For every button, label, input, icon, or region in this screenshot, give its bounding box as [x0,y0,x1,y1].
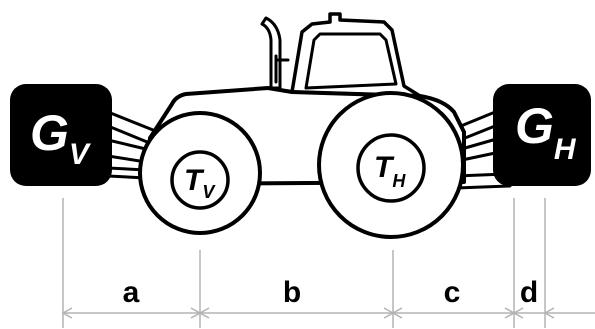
front-weight-label: GV [30,105,92,171]
front-weight-symbol: G [30,105,69,161]
rear-weight-label: GH [515,98,577,166]
dimension-extension-lines [62,198,546,328]
rear-tire-symbol: T [374,151,395,184]
front-ballast-weight [10,84,112,186]
rear-ballast-weight [493,84,591,186]
dimension-label-b: b [283,276,301,309]
rear-tire-label: TH [374,151,406,191]
front-tire-symbol: T [184,164,205,197]
rear-wheel-hub [356,133,426,203]
front-weight-subscript: V [69,138,92,171]
rear-weight-subscript: H [554,133,577,166]
dimension-label-c: c [444,276,461,309]
cab-window [304,32,398,90]
front-tire-subscript: V [202,182,216,202]
dimension-line [61,307,595,319]
rear-weight-symbol: G [515,98,554,154]
front-tire-label: TV [184,164,216,202]
front-wheel-hub [170,150,230,210]
cab-mirror [274,54,290,84]
dimension-label-a: a [123,276,140,309]
rear-tire-subscript: H [392,171,406,191]
dimension-label-d: d [520,276,538,309]
